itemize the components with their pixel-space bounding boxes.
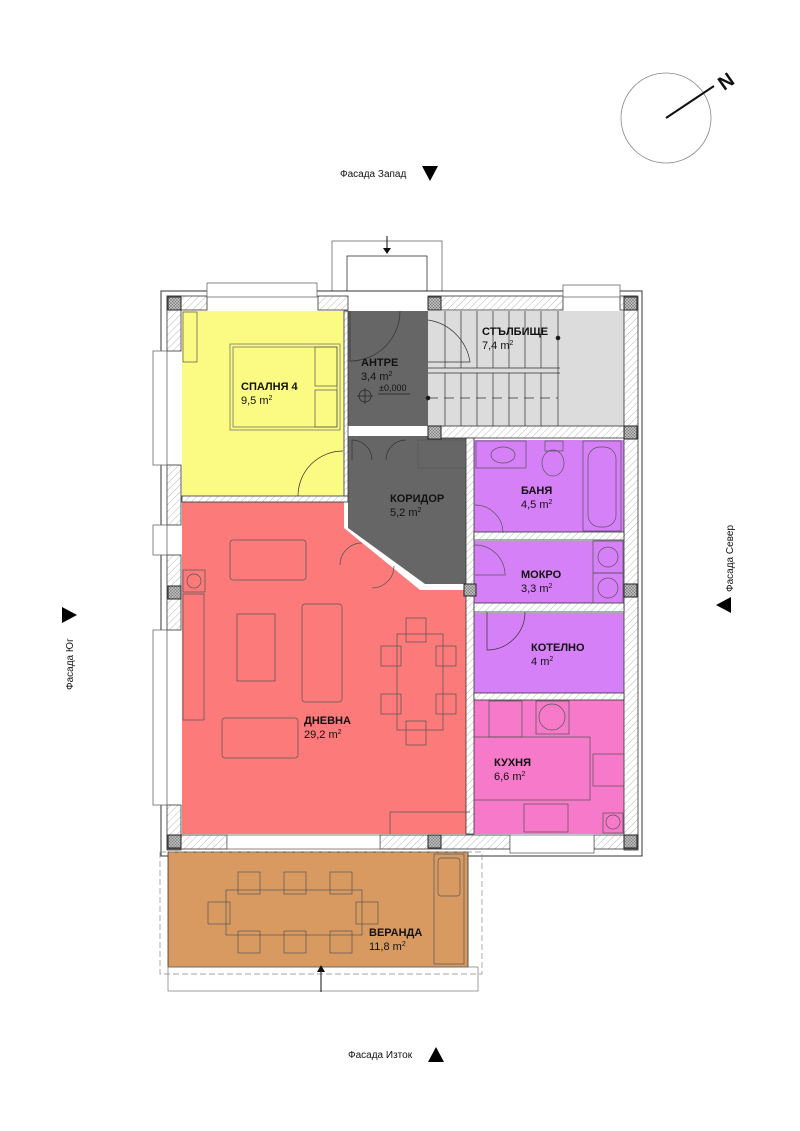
room-label-corridor: КОРИДОР 5,2 m2 (390, 493, 444, 519)
facade-east-label: Фасада Изток (348, 1050, 413, 1061)
windows (152, 282, 621, 854)
down-triangle-icon (422, 166, 438, 181)
svg-text:6,6 m2: 6,6 m2 (494, 771, 526, 783)
bathroom-fixtures (474, 440, 622, 534)
bedroom-door (297, 450, 344, 497)
room-kitchen (474, 700, 624, 834)
svg-text:КОТЕЛНО: КОТЕЛНО (531, 642, 585, 654)
room-label-veranda: ВЕРАНДА 11,8 m2 (369, 927, 422, 953)
room-bathroom (474, 440, 624, 532)
left-triangle-icon (716, 597, 731, 613)
facade-east: Фасада Изток (348, 1047, 444, 1062)
svg-text:7,4 m2: 7,4 m2 (482, 340, 514, 352)
room-label-kitchen: КУХНЯ 6,6 m2 (494, 757, 531, 783)
svg-text:ВЕРАНДА: ВЕРАНДА (369, 927, 422, 939)
room-veranda (167, 851, 469, 968)
facade-west-label: Фасада Запад (340, 169, 406, 180)
entry-porch (331, 236, 443, 297)
staircase (425, 311, 561, 426)
svg-text:3,3 m2: 3,3 m2 (521, 583, 553, 595)
room-label-boiler: КОТЕЛНО 4 m2 (531, 642, 585, 668)
closet-doors (351, 439, 407, 461)
svg-text:СПАЛНЯ 4: СПАЛНЯ 4 (241, 381, 299, 393)
svg-text:4,5 m2: 4,5 m2 (521, 499, 553, 511)
room-label-living: ДНЕВНА 29,2 m2 (304, 715, 351, 741)
room-label-bedroom4: СПАЛНЯ 4 9,5 m2 (241, 381, 299, 407)
corridor-cabinet (417, 439, 467, 469)
room-living (182, 500, 470, 834)
svg-text:БАНЯ: БАНЯ (521, 485, 552, 497)
stairs-door (427, 319, 471, 363)
bed (229, 343, 341, 431)
svg-text:4 m2: 4 m2 (531, 656, 553, 668)
level-mark-text: ±0,000 (379, 383, 406, 393)
facade-south-label: Фасада Юг (65, 638, 76, 690)
svg-text:9,5 m2: 9,5 m2 (241, 395, 273, 407)
svg-text:АНТРЕ: АНТРЕ (361, 357, 398, 369)
svg-text:29,2 m2: 29,2 m2 (304, 729, 342, 741)
facade-south: Фасада Юг (62, 607, 77, 690)
radiator (182, 311, 198, 363)
entry-door (349, 310, 401, 362)
svg-text:СТЪЛБИЩЕ: СТЪЛБИЩЕ (482, 326, 548, 338)
level-marker: ±0,000 (357, 383, 410, 404)
svg-text:КУХНЯ: КУХНЯ (494, 757, 531, 769)
room-corridor (348, 436, 466, 584)
room-boiler (474, 613, 624, 693)
living-furniture (182, 539, 470, 834)
facade-north: Фасада Север (716, 525, 736, 613)
svg-text:КОРИДОР: КОРИДОР (390, 493, 444, 505)
north-label: N (714, 69, 738, 95)
veranda-furniture (207, 853, 465, 965)
room-entry (348, 311, 428, 426)
room-label-bathroom: БАНЯ 4,5 m2 (521, 485, 553, 511)
room-label-stairs: СТЪЛБИЩЕ 7,4 m2 (482, 326, 548, 352)
room-label-entry: АНТРЕ 3,4 m2 (361, 357, 398, 383)
columns (167, 296, 638, 849)
svg-text:5,2 m2: 5,2 m2 (390, 507, 422, 519)
up-triangle-icon (428, 1047, 444, 1062)
washing-machines (474, 540, 624, 604)
right-triangle-icon (62, 607, 77, 623)
facade-north-label: Фасада Север (725, 525, 736, 592)
svg-text:ДНЕВНА: ДНЕВНА (304, 715, 351, 727)
veranda-outline (159, 851, 483, 992)
kitchen-fixtures (474, 700, 625, 834)
svg-text:МОКРО: МОКРО (521, 569, 562, 581)
room-bedroom4 (182, 311, 344, 498)
boiler-door (486, 611, 526, 651)
north-arrow-icon: N (620, 69, 739, 164)
svg-text:11,8 m2: 11,8 m2 (369, 941, 406, 953)
facade-west: Фасада Запад (340, 166, 438, 181)
room-label-laundry: МОКРО 3,3 m2 (521, 569, 562, 595)
svg-text:3,4 m2: 3,4 m2 (361, 371, 393, 383)
